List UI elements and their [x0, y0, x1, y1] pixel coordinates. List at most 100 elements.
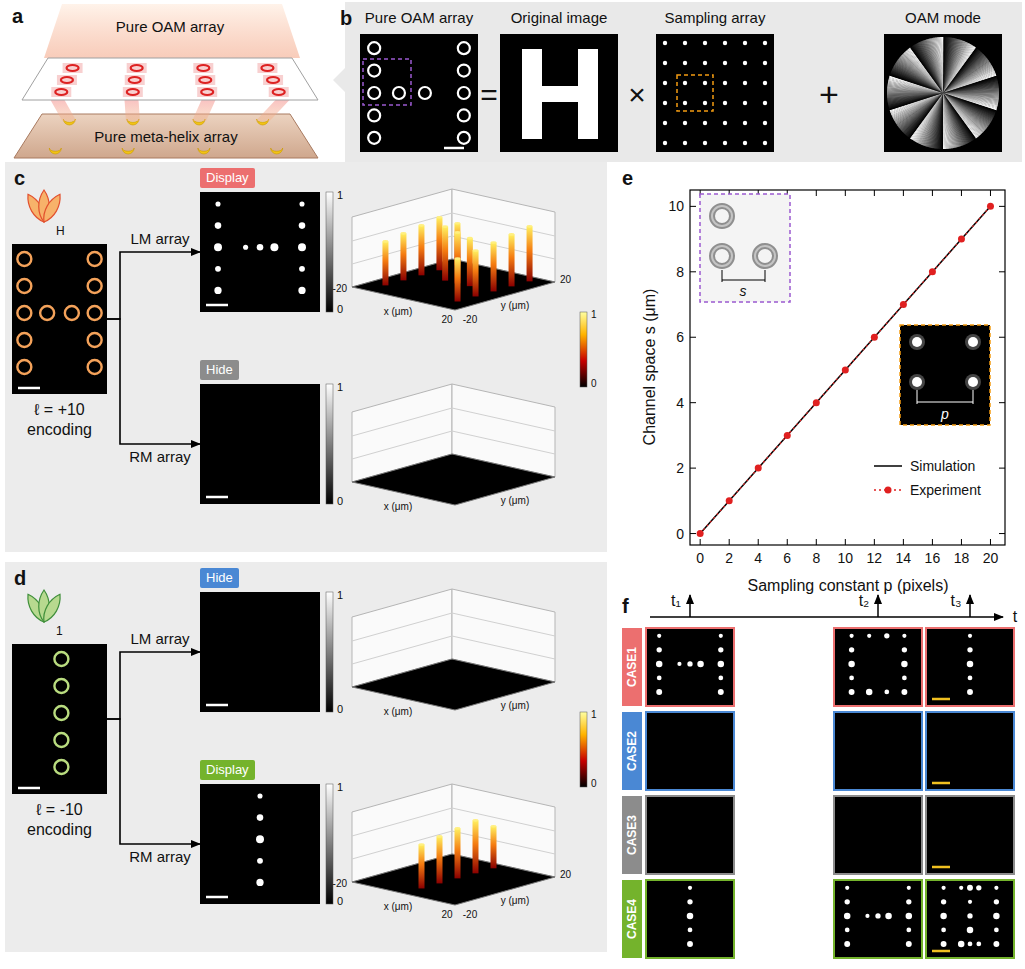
intensity-spot — [697, 661, 704, 668]
intensity-spot — [215, 201, 220, 206]
meta-helix — [122, 148, 134, 154]
rm-array-image: Display — [200, 760, 320, 904]
image-panel: Pure OAM array — [348, 8, 490, 154]
colorbar-tick: 0 — [337, 303, 343, 316]
phase-wedge — [943, 84, 998, 93]
case-name: CASE3 — [625, 815, 639, 855]
oam-ring — [368, 87, 380, 99]
connector-arrow — [107, 652, 200, 719]
frame-image — [646, 712, 734, 790]
oam-ring — [201, 89, 213, 95]
phase-wedge — [941, 37, 943, 93]
intensity-spot — [257, 814, 264, 821]
colorbar-tick: 0 — [337, 895, 343, 908]
time-marker — [689, 595, 691, 617]
phase-wedge — [943, 92, 999, 93]
experiment-point — [813, 399, 820, 406]
sampling-point — [683, 141, 687, 145]
axis-tick: 20 — [560, 274, 571, 286]
experiment-point — [900, 301, 907, 308]
spiral-phase — [887, 37, 999, 149]
axis-tick: 20 — [560, 869, 571, 881]
intensity-spot — [867, 634, 871, 638]
intensity-spot — [215, 222, 222, 229]
connector-label: RM array — [129, 848, 191, 865]
phase-wedge — [937, 37, 943, 93]
phase-wedge — [887, 93, 943, 98]
axis-tick: 8 — [676, 264, 684, 280]
intensity-bar — [527, 226, 533, 281]
oam-cell — [125, 75, 145, 85]
axis-title: Sampling constant p (pixels) — [748, 577, 949, 595]
time-label: t₁ — [671, 592, 681, 610]
axis-tick: 4 — [754, 550, 762, 566]
intensity-spot — [850, 634, 854, 638]
intensity-spot — [849, 647, 854, 652]
sampling-point — [912, 377, 922, 387]
oam-ring — [88, 252, 102, 266]
axis-tick: 10 — [838, 550, 854, 566]
sampling-point — [723, 81, 727, 85]
intensity-bar — [455, 828, 461, 878]
sampling-point — [743, 41, 747, 45]
intensity-spot — [907, 886, 911, 890]
letter-shape — [542, 86, 578, 102]
colorbar-tick: 0 — [591, 378, 597, 390]
oam-ring — [458, 65, 470, 77]
sampling-point — [968, 337, 978, 347]
selection-box — [363, 59, 411, 105]
intensity-spot — [657, 647, 662, 652]
intensity-spot — [942, 886, 946, 890]
intensity-spot — [968, 676, 973, 681]
phase-wedge — [887, 93, 943, 96]
time-axis — [650, 616, 1003, 618]
phase-wedge — [931, 38, 943, 93]
bar-top — [437, 835, 443, 838]
phase-wedge — [943, 93, 945, 149]
oam-ring — [368, 109, 380, 121]
image-frame — [200, 592, 320, 712]
phase-wedge — [943, 85, 999, 93]
intensity-bar — [473, 820, 479, 873]
panel-a-illustration — [14, 4, 318, 158]
intensity-spot — [940, 913, 947, 920]
intensity-bar — [382, 241, 388, 285]
intensity-bar — [509, 234, 515, 286]
sampling-point — [968, 377, 978, 387]
grid-line — [352, 613, 555, 641]
intensity-spot — [885, 913, 892, 920]
frame-image — [926, 628, 1014, 706]
axis-tick — [690, 271, 696, 272]
axis-tick: 18 — [954, 550, 970, 566]
scale-bar — [18, 387, 40, 390]
oam-ring — [65, 306, 79, 320]
colorbar-tick: 1 — [337, 381, 343, 394]
light-beam — [125, 100, 140, 121]
intensity-spot — [994, 886, 998, 890]
bar-top — [454, 222, 460, 225]
sampling-point — [743, 61, 747, 65]
axis-tick — [874, 539, 875, 545]
oam-ring — [88, 360, 102, 374]
phase-wedge — [943, 93, 947, 149]
axis-tick: 20 — [441, 909, 452, 921]
oam-cell — [193, 63, 213, 73]
axis-tick: 16 — [925, 550, 941, 566]
intensity-spot — [718, 661, 725, 668]
axis-tick: 4 — [676, 395, 684, 411]
oam-ring — [67, 65, 79, 71]
axis-tick — [690, 206, 696, 207]
bar-top — [491, 241, 497, 244]
oam-ring — [129, 77, 141, 83]
phase-wedge — [943, 81, 998, 93]
oam-ring — [127, 89, 139, 95]
intensity-spot — [718, 689, 724, 695]
legend-line — [874, 465, 902, 467]
plot-frame — [690, 190, 1005, 545]
sampling-point — [912, 337, 922, 347]
frame-image — [834, 796, 922, 874]
bar-top — [382, 240, 388, 243]
intensity-spot — [993, 941, 999, 947]
phase-wedge — [943, 93, 955, 148]
time-marker — [877, 595, 879, 617]
